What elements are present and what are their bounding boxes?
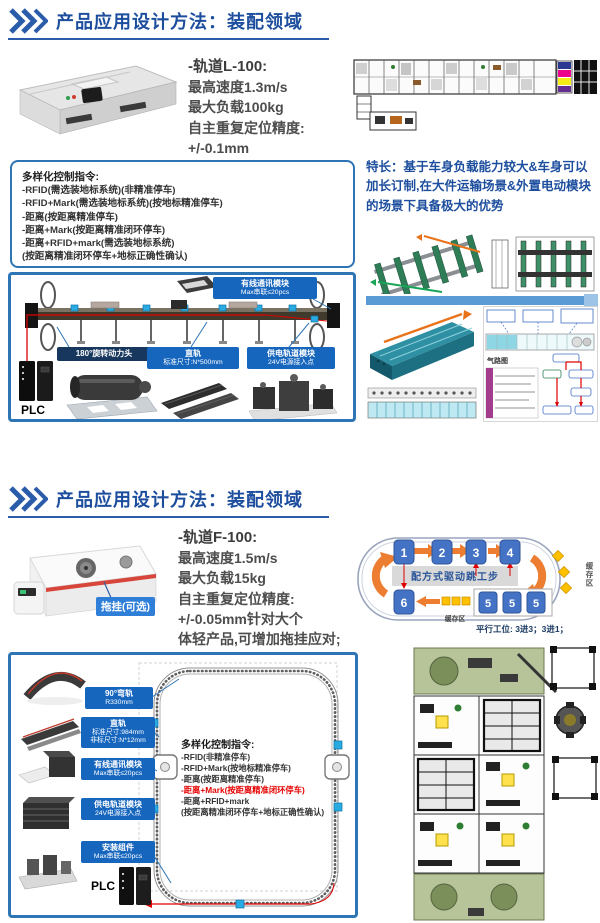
comm-module-label-2: 有线通讯模块 Max串联≤20pcs bbox=[81, 758, 155, 781]
mount-kit-label: 安装组件 Max串联≤20pcs bbox=[81, 841, 155, 864]
f100-spec-load: 最大负载15kg bbox=[178, 570, 266, 587]
l100-spec-precision-label: 自主重复定位精度: bbox=[188, 119, 305, 136]
station-2: 2 bbox=[439, 546, 446, 560]
section2-title: 产品应用设计方法：装配领域 bbox=[56, 490, 303, 510]
f100-product-photo bbox=[13, 545, 157, 617]
comm-module-photo-2 bbox=[18, 751, 75, 784]
pneumatic-diagram: 气路图 bbox=[483, 306, 598, 422]
power-module-photo bbox=[248, 374, 338, 419]
rotary-head-photo bbox=[66, 375, 158, 419]
control-item: -距离+RFID+mark bbox=[181, 795, 250, 806]
straight-rail-photo-2 bbox=[21, 718, 81, 751]
plc-cabinets-2 bbox=[119, 867, 151, 905]
svg-text:5: 5 bbox=[509, 598, 515, 610]
straight-rail-label-2: 直轨 标准尺寸:984mm 非标尺寸:N*12mm bbox=[81, 717, 155, 748]
l100-specs: -轨道L-100: 最高速度1.3m/s 最大负载100kg 自主重复定位精度:… bbox=[188, 56, 305, 158]
comm-module-label: 有线通讯模块 Max串联≤20pcs bbox=[213, 277, 317, 300]
buffer-arrow bbox=[416, 596, 440, 607]
rail-system-diagram-box: 有线通讯模块 Max串联≤20pcs 180°旋转动力头 直轨 标准尺寸:N*5… bbox=[8, 272, 356, 422]
control-item: (按距离精准闭环停车+地标正确性确认) bbox=[181, 806, 325, 817]
control-item: -RFID+Mark(按地标精准停车) bbox=[181, 762, 291, 773]
power-module-photo-2 bbox=[23, 797, 75, 829]
control-item: -距离+Mark(按距离精准闭环停车) bbox=[22, 224, 166, 236]
chevrons-icon bbox=[9, 486, 48, 512]
straight-rail-label: 直轨 标准尺寸:N*500mm bbox=[147, 347, 239, 370]
rail-system-drawing bbox=[19, 276, 340, 419]
section2-banner: 产品应用设计方法：装配领域 bbox=[8, 486, 329, 518]
stations-top: 1 2 3 4 bbox=[393, 539, 521, 565]
control-title: 多样化控制指令: bbox=[22, 171, 99, 183]
control-item: -距离(按距离精准停车) bbox=[181, 773, 264, 784]
plc-label: PLC bbox=[21, 403, 45, 417]
control-instructions-box: 多样化控制指令: -RFID(需选装地标系统)(非精准停车) -RFID+Mar… bbox=[10, 160, 355, 268]
control-title-2: 多样化控制指令: bbox=[181, 740, 255, 751]
track-carriages bbox=[152, 754, 350, 780]
station-6-box bbox=[393, 589, 415, 615]
power-module-label: 供电轨道模块 24V电源接入点 bbox=[247, 347, 335, 370]
control-item: -RFID+Mark(需选装地标系统)(按地标精准停车) bbox=[22, 198, 223, 210]
control-item: (按距离精准闭环停车+地标正确性确认) bbox=[22, 251, 188, 263]
l100-spec-precision-value: +/-0.1mm bbox=[188, 139, 250, 156]
l100-spec-load: 最大负载100kg bbox=[188, 99, 284, 116]
stations-5: 5 5 5 bbox=[478, 591, 546, 614]
svg-text:5: 5 bbox=[485, 598, 491, 610]
f100-spec-note: 体轻产品,可增加拖挂应对; bbox=[178, 631, 341, 648]
trailer-option-tag: 拖挂(可选) bbox=[96, 597, 155, 616]
buffer-bottom-label: 缓存区 bbox=[445, 614, 466, 623]
control-item: -RFID(非精准停车) bbox=[181, 752, 251, 762]
buffer-pallets bbox=[441, 596, 471, 606]
divider-bar bbox=[366, 294, 598, 307]
section1-banner: 产品应用设计方法：装配领域 bbox=[8, 8, 329, 40]
section1-title: 产品应用设计方法：装配领域 bbox=[56, 12, 303, 32]
plc-cabinets bbox=[19, 361, 53, 401]
f100-name: -轨道F-100: bbox=[178, 529, 258, 546]
control-item: -RFID(需选装地标系统)(非精准停车) bbox=[22, 185, 176, 197]
straight-rail-photo bbox=[161, 383, 239, 419]
comm-module-photo bbox=[177, 276, 217, 293]
mount-kit-photo bbox=[18, 855, 78, 890]
loop-process-diagram: 配方式驱动跳工步 1 2 3 4 6 缓存区 bbox=[357, 537, 573, 635]
control-instructions-2: 多样化控制指令: -RFID(非精准停车) -RFID+Mark(按地标精准停车… bbox=[181, 739, 353, 818]
curved-rail-label: 90°弯轨 R330mm bbox=[85, 687, 153, 710]
f100-spec-speed: 最高速度1.5m/s bbox=[178, 550, 278, 566]
l100-name: -轨道L-100: bbox=[188, 58, 268, 75]
control-item: -距离+RFID+mark(需选装地标系统) bbox=[22, 238, 175, 250]
svg-text:5: 5 bbox=[533, 598, 539, 610]
station-arrows bbox=[414, 544, 506, 558]
plc-label-2: PLC bbox=[91, 879, 115, 893]
pneumatic-label: 气路图 bbox=[486, 356, 508, 365]
recipe-box bbox=[392, 566, 518, 586]
right-buffer-diamonds bbox=[551, 549, 573, 595]
control-item-highlighted: -距离+Mark(按距离精准闭环停车) bbox=[181, 784, 305, 795]
l100-spec-speed: 最高速度1.3m/s bbox=[188, 79, 288, 95]
station-6: 6 bbox=[401, 596, 408, 610]
curved-rail-photo bbox=[23, 672, 86, 705]
buffer-right-label: 缓存区 bbox=[585, 562, 594, 588]
f100-spec-precision-label: 自主重复定位精度: bbox=[178, 590, 295, 607]
station-1: 1 bbox=[401, 546, 408, 560]
red-connectors bbox=[401, 562, 513, 589]
factory-floorplan bbox=[353, 59, 597, 131]
feature-text: 特长：基于车身负载能力较大&车身可以加长订制,在大件运输场景&外置电动模块的场景… bbox=[366, 160, 592, 213]
rail-legs bbox=[80, 320, 296, 341]
rotary-head-label: 180°旋转动力头 bbox=[57, 347, 151, 361]
parallel-label: 平行工位: 3进3；3进1； bbox=[476, 624, 568, 635]
station-4: 4 bbox=[507, 546, 514, 560]
control-item: -距离(按距离精准停车) bbox=[22, 211, 118, 223]
f100-system-diagram-box: 90°弯轨 R330mm 直轨 标准尺寸:984mm 非标尺寸:N*12mm 有… bbox=[8, 652, 358, 918]
cad-floorplan bbox=[413, 646, 598, 921]
recipe-label: 配方式驱动跳工步 bbox=[411, 570, 499, 583]
conveyor-module-photos bbox=[367, 310, 477, 419]
power-module-label-2: 供电轨道模块 24V电源接入点 bbox=[81, 798, 155, 821]
cell-equipment bbox=[418, 704, 530, 866]
rail-frame-drawings bbox=[370, 234, 595, 294]
f100-spec-precision-value: +/-0.05mm针对大个 bbox=[178, 610, 303, 627]
side-fixtures bbox=[550, 646, 598, 800]
chevrons-icon bbox=[9, 8, 48, 34]
station-3: 3 bbox=[473, 546, 480, 560]
l100-product-photo bbox=[18, 65, 178, 135]
pallet-grids bbox=[416, 698, 542, 812]
f100-specs: -轨道F-100: 最高速度1.5m/s 最大负载15kg 自主重复定位精度: … bbox=[178, 527, 341, 649]
